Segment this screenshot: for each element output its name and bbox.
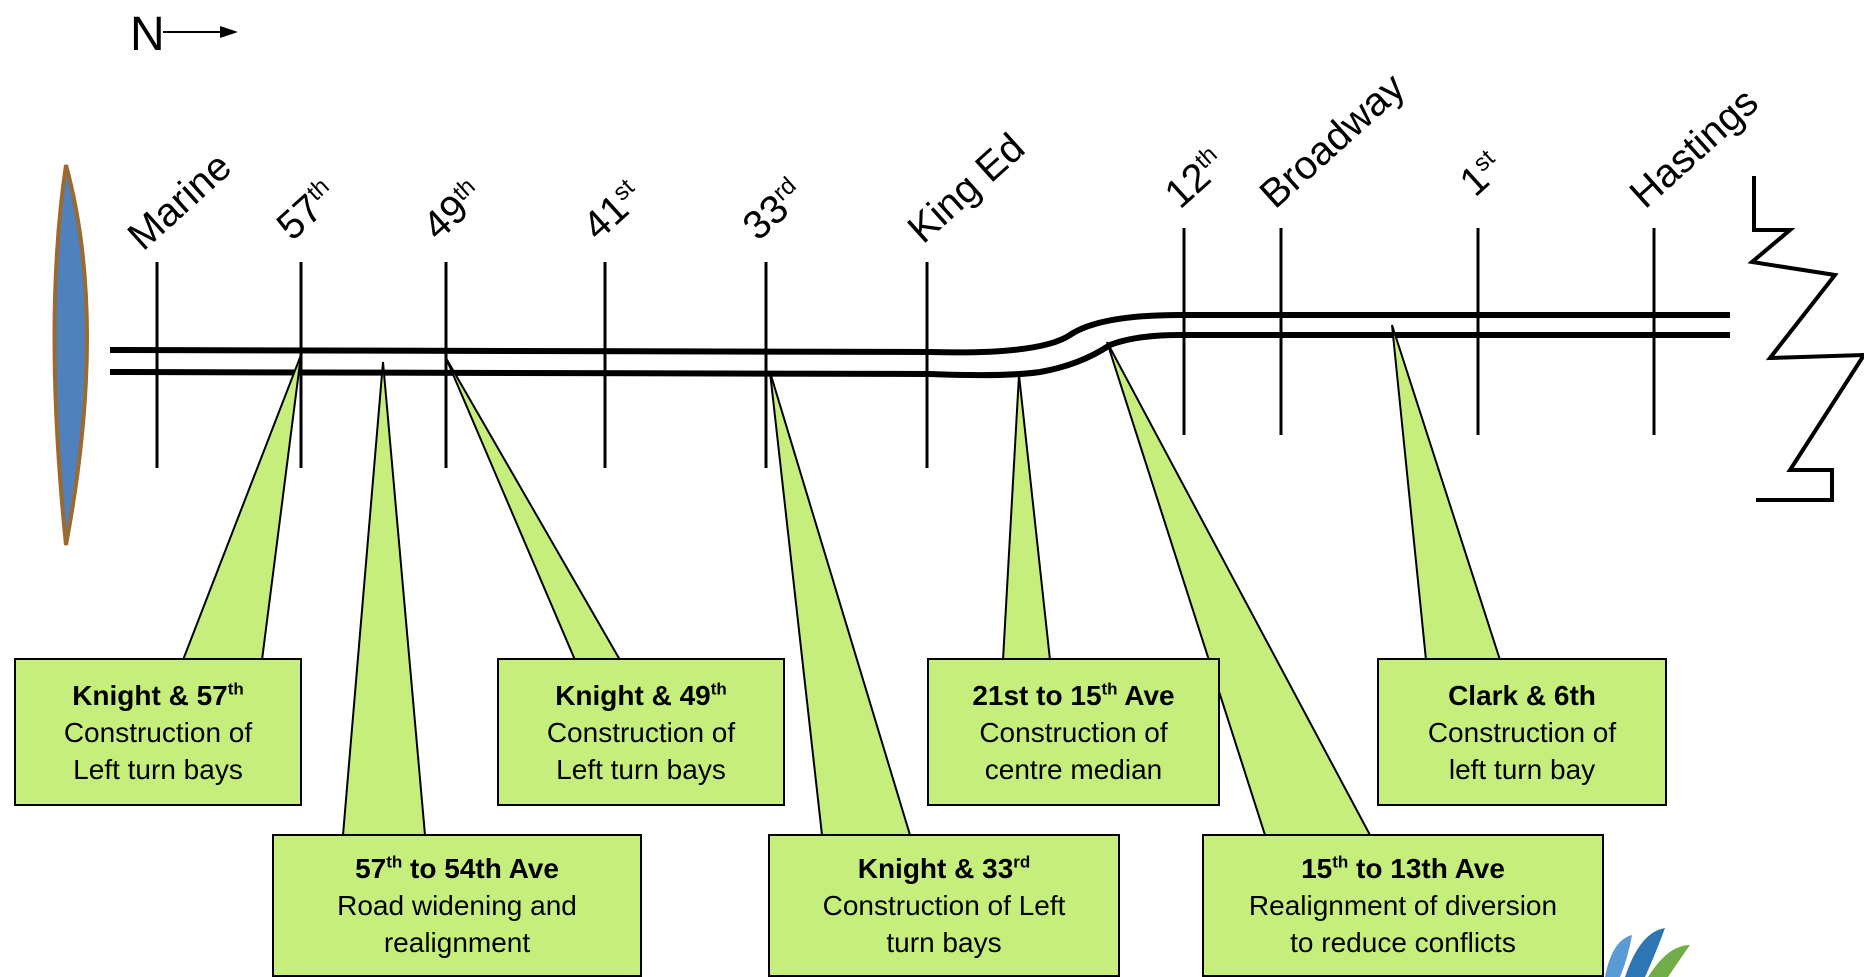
north-arrow-icon bbox=[220, 26, 238, 38]
callout-knight-49th: Knight & 49th Construction of Left turn … bbox=[497, 658, 785, 806]
street-label: Hastings bbox=[1622, 80, 1767, 217]
callout-title: 21st to 15th Ave bbox=[972, 679, 1175, 711]
street-label: 1st bbox=[1452, 144, 1512, 204]
callout-21st-to-15th: 21st to 15th Ave Construction of centre … bbox=[927, 658, 1220, 806]
street-labels: Marine 57th 49th 41st 33rd King Ed 12th … bbox=[120, 65, 1767, 259]
callout-title: Knight & 57th bbox=[72, 679, 244, 711]
callout-title: 15th to 13th Ave bbox=[1301, 852, 1505, 884]
route-break-icon bbox=[1747, 176, 1864, 502]
city-logo-icon bbox=[1605, 928, 1690, 977]
compass-label: N bbox=[130, 8, 165, 61]
street-label: 57th bbox=[269, 173, 346, 249]
street-label: 41st bbox=[575, 174, 652, 249]
main-corridor bbox=[109, 312, 1730, 379]
street-label: 33rd bbox=[735, 172, 813, 249]
callout-clark-6th: Clark & 6th Construction of left turn ba… bbox=[1377, 658, 1667, 806]
callout-description: Construction of centre median bbox=[979, 716, 1168, 785]
callout-description: Construction of left turn bay bbox=[1427, 716, 1617, 785]
callout-description: Construction of Left turn bays bbox=[63, 716, 253, 785]
north-arrow: N bbox=[130, 8, 238, 61]
street-label: King Ed bbox=[900, 125, 1034, 251]
callout-15th-to-13th: 15th to 13th Ave Realignment of diversio… bbox=[1202, 834, 1604, 977]
callout-description: Realignment of diversion to reduce confl… bbox=[1248, 890, 1558, 958]
callout-knight-33rd: Knight & 33rd Construction of Left turn … bbox=[768, 834, 1120, 977]
callout-title: 57th to 54th Ave bbox=[355, 852, 559, 884]
callout-description: Construction of Left turn bays bbox=[822, 890, 1066, 958]
callout-description: Road widening and realignment bbox=[337, 890, 577, 958]
callout-title: Clark & 6th bbox=[1448, 679, 1596, 711]
callout-pointers bbox=[181, 324, 1502, 836]
callout-description: Construction of Left turn bays bbox=[546, 716, 736, 785]
street-label: Broadway bbox=[1252, 65, 1414, 217]
callout-title: Knight & 49th bbox=[555, 679, 727, 711]
water-body-icon bbox=[52, 164, 89, 546]
callout-title: Knight & 33rd bbox=[857, 852, 1031, 884]
street-label: Marine bbox=[120, 144, 240, 259]
callout-57th-to-54th: 57th to 54th Ave Road widening and reali… bbox=[272, 834, 642, 977]
street-label: 12th bbox=[1157, 141, 1234, 217]
callout-knight-57th: Knight & 57th Construction of Left turn … bbox=[14, 658, 302, 806]
street-label: 49th bbox=[415, 173, 492, 249]
